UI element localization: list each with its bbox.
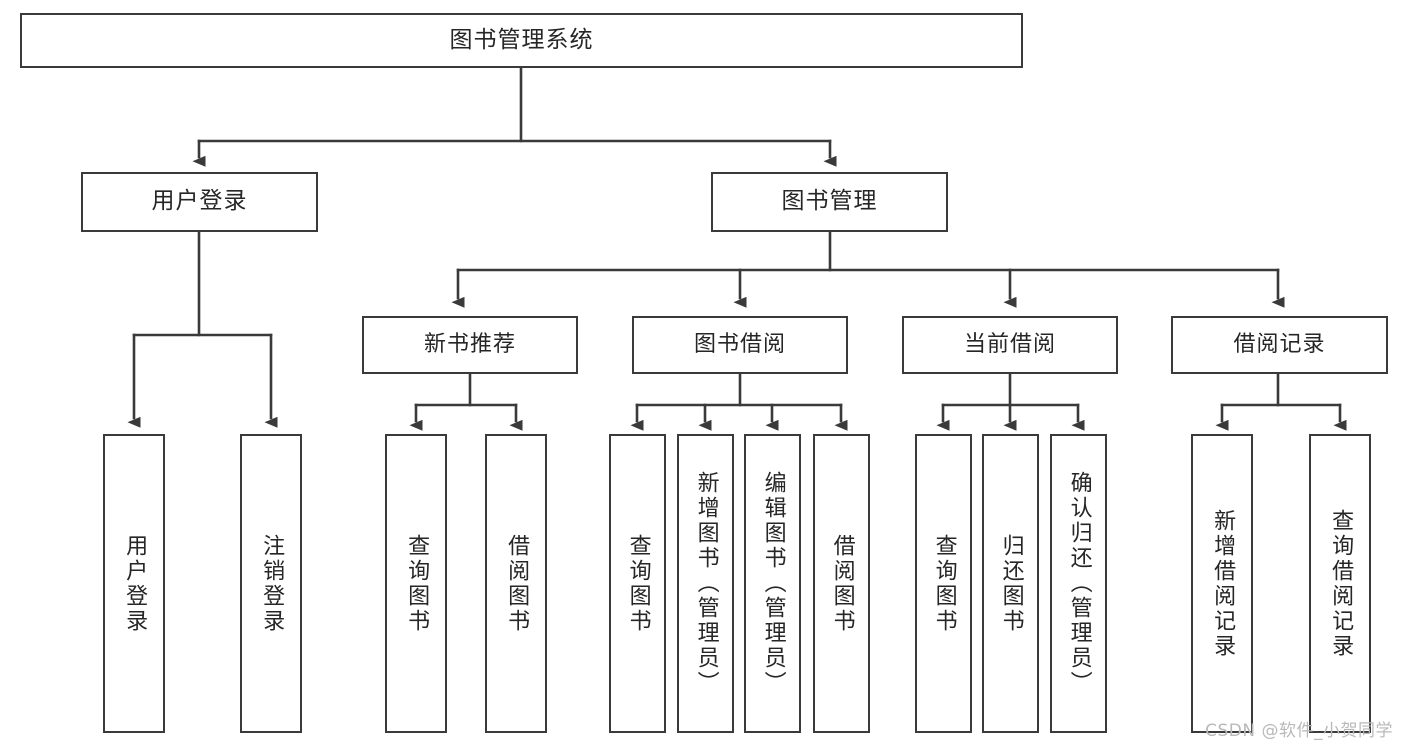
node-borrowing-records[interactable]: 借阅记录 xyxy=(1171,316,1388,374)
leaf-query-books-borrow[interactable]: 查询图书 xyxy=(609,434,666,733)
leaf-return-books[interactable]: 归还图书 xyxy=(982,434,1039,733)
leaf-query-borrow-record[interactable]: 查询借阅记录 xyxy=(1309,434,1371,733)
node-label: 当前借阅 xyxy=(963,332,1056,358)
node-label: 注销登录 xyxy=(259,533,285,634)
node-user-login[interactable]: 用户登录 xyxy=(81,172,318,232)
leaf-edit-book-admin[interactable]: 编辑图书（管理员） xyxy=(744,434,801,733)
node-label: 新书推荐 xyxy=(423,332,516,358)
leaf-logout[interactable]: 注销登录 xyxy=(240,434,302,733)
node-root-book-management-system[interactable]: 图书管理系统 xyxy=(20,13,1023,68)
leaf-query-books-current[interactable]: 查询图书 xyxy=(915,434,972,733)
node-new-book-recommendation[interactable]: 新书推荐 xyxy=(362,316,578,374)
leaf-borrow-books-new[interactable]: 借阅图书 xyxy=(485,434,547,733)
node-label: 图书借阅 xyxy=(693,332,786,358)
leaf-user-login[interactable]: 用户登录 xyxy=(103,434,165,733)
node-label: 借阅记录 xyxy=(1233,332,1326,358)
csdn-watermark: CSDN @软件_小贺同学 xyxy=(1205,721,1393,741)
node-label: 新增图书（管理员） xyxy=(693,471,719,696)
node-current-borrowing[interactable]: 当前借阅 xyxy=(902,316,1118,374)
leaf-query-books-new[interactable]: 查询图书 xyxy=(385,434,447,733)
node-label: 图书管理系统 xyxy=(449,26,594,53)
node-label: 查询图书 xyxy=(931,533,957,634)
node-label: 借阅图书 xyxy=(504,533,530,634)
leaf-add-borrow-record[interactable]: 新增借阅记录 xyxy=(1191,434,1253,733)
node-label: 编辑图书（管理员） xyxy=(760,471,786,696)
node-label: 查询图书 xyxy=(625,533,651,634)
leaf-borrow-books[interactable]: 借阅图书 xyxy=(813,434,870,733)
node-label: 新增借阅记录 xyxy=(1210,508,1236,659)
node-label: 用户登录 xyxy=(122,533,148,634)
node-label: 确认归还（管理员） xyxy=(1066,471,1092,696)
leaf-confirm-return-admin[interactable]: 确认归还（管理员） xyxy=(1050,434,1107,733)
node-label: 归还图书 xyxy=(998,533,1024,634)
node-label: 查询图书 xyxy=(404,533,430,634)
node-label: 用户登录 xyxy=(151,188,248,215)
node-book-borrowing[interactable]: 图书借阅 xyxy=(632,316,848,374)
node-label: 查询借阅记录 xyxy=(1328,508,1354,659)
leaf-add-book-admin[interactable]: 新增图书（管理员） xyxy=(677,434,734,733)
node-book-management[interactable]: 图书管理 xyxy=(711,172,948,232)
node-label: 借阅图书 xyxy=(829,533,855,634)
node-label: 图书管理 xyxy=(781,188,878,215)
